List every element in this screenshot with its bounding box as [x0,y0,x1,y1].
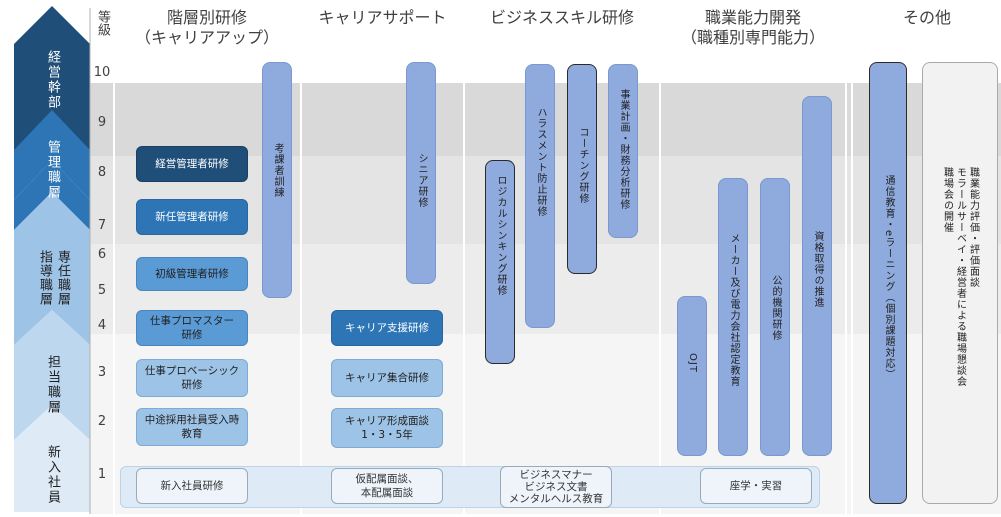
grade-header-text: 等級 [95,10,110,36]
rank-manager-shape [14,110,90,200]
planning-label: 事業計画・財務分析研修 [618,89,629,210]
business-manners-line2: ビジネス文書 [524,481,588,493]
career-interview-line2: 1・3・5年 [361,429,413,441]
harassment-label: ハラスメント防止研修 [535,107,546,217]
column-title-tiered: 階層別研修 （キャリアアップ） [114,8,300,48]
coaching-pill: コーチング研修 [567,64,597,274]
pro-master-line1: 仕事プロマスター [150,315,234,327]
qualification-label: 資格取得の推進 [812,231,823,308]
new-manager-box: 新任管理者研修 [136,199,248,235]
grade-10: 10 [93,65,111,80]
business-manners-box: ビジネスマナー ビジネス文書 メンタルヘルス教育 [500,466,612,508]
rank-newcomer-shape [14,405,90,512]
ojt-label: OJT [687,353,698,373]
rank-leader-label: 指導職層 [37,250,52,306]
morale-text: 職業能力評価・評価面談 モラールサーベイ・経営者による職場懇談会 職場会の開催 [941,167,980,503]
midcareer-line1: 中途採用社員受入時 [144,414,240,426]
rank-specialist-group: 指導職層 専任職層 [30,250,76,324]
new-employee-box: 新入社員研修 [136,468,248,504]
grade-7: 7 [97,218,107,233]
grade-2: 2 [97,414,107,429]
rank-specialist-label: 専任職層 [55,250,70,306]
public-agency-pill: 公的機関研修 [760,178,790,456]
morale-line1: 職業能力評価・評価面談 [967,167,979,288]
correspondence-pill: 通信教育・eラーニング（個別課題対応） [869,62,907,504]
grade-1: 1 [97,467,107,482]
rank-manager-lower-shape [14,160,90,230]
divider-5 [845,8,847,514]
column-title-business: ビジネススキル研修 [489,8,634,27]
rank-pyramid [14,6,91,514]
pro-master-line2: 研修 [181,329,203,341]
logical-thinking-pill: ロジカルシンキング研修 [485,160,515,364]
junior-manager-box: 初級管理者研修 [136,257,248,291]
correspondence-label: 通信教育・eラーニング（個別課題対応） [883,175,894,381]
column-title-vocational: 職業能力開発 （職種別専門能力） [661,8,845,48]
column-title-tiered-line1: 階層別研修 [166,8,247,27]
rank-staff-shape [14,310,90,440]
morale-pill: 職業能力評価・評価面談 モラールサーベイ・経営者による職場懇談会 職場会の開催 [922,62,998,504]
pro-basic-box: 仕事プロベーシック 研修 [136,359,248,397]
divider-1 [113,8,115,514]
exec-training-box: 経営管理者研修 [136,146,248,182]
rank-executive-shape [14,6,90,150]
column-title-other: その他 [902,8,951,27]
harassment-pill: ハラスメント防止研修 [525,64,555,328]
coaching-label: コーチング研修 [577,127,588,204]
rank-executive-label: 経営幹部 [45,50,60,110]
column-title-career: キャリアサポート [318,8,447,27]
career-group-box: キャリア集合研修 [331,359,443,397]
trainer-training-label: 考課者訓練 [272,143,283,198]
rank-specialist-shape [14,192,90,345]
grade-6: 6 [97,247,107,262]
column-title-vocational-line2: （職種別専門能力） [680,28,825,47]
grade-9: 9 [97,115,107,130]
career-interview-box: キャリア形成面談 1・3・5年 [331,408,443,448]
morale-line2: モラールサーベイ・経営者による職場懇談会 [954,167,966,387]
divider-4 [659,8,661,514]
midcareer-box: 中途採用社員受入時 教育 [136,408,248,446]
career-support-box: キャリア支援研修 [331,310,443,346]
career-interview-line1: キャリア形成面談 [345,415,429,427]
business-manners-line1: ビジネスマナー [519,469,593,481]
rank-newcomer-label: 新入社員 [45,445,60,505]
grade-header: 等級 [91,10,113,70]
logical-thinking-label: ロジカルシンキング研修 [495,175,506,296]
senior-training-label: シニア研修 [416,153,427,208]
midcareer-line2: 教育 [181,428,203,440]
grade-5: 5 [97,283,107,298]
column-title-tiered-line2: （キャリアアップ） [134,28,279,47]
grade-4: 4 [97,318,107,333]
public-agency-label: 公的機関研修 [770,275,781,341]
maker-cert-pill: メーカー及び電力会社認定教育 [718,178,748,456]
pro-basic-line2: 研修 [181,379,203,391]
rank-manager-label: 管理職層 [45,140,60,200]
placement-interview-box: 仮配属面談、 本配属面談 [331,468,443,504]
ojt-pill: OJT [677,296,707,456]
placement-interview-line2: 本配属面談 [360,487,414,499]
grade-3: 3 [97,365,107,380]
trainer-training-pill: 考課者訓練 [262,62,292,298]
morale-line3: 職場会の開催 [941,167,953,233]
classroom-box: 座学・実習 [700,468,812,504]
planning-pill: 事業計画・財務分析研修 [608,64,638,238]
pro-basic-line1: 仕事プロベーシック [144,365,240,377]
divider-3 [463,8,465,514]
rank-staff-label: 担当職層 [45,355,60,415]
divider-2 [300,8,302,514]
business-manners-line3: メンタルヘルス教育 [508,493,604,505]
maker-cert-label: メーカー及び電力会社認定教育 [728,233,739,387]
grade-8: 8 [97,165,107,180]
placement-interview-line1: 仮配属面談、 [355,473,419,485]
qualification-pill: 資格取得の推進 [802,96,832,456]
divider-6 [851,8,853,514]
senior-training-pill: シニア研修 [406,62,436,284]
pro-master-box: 仕事プロマスター 研修 [136,310,248,346]
column-title-vocational-line1: 職業能力開発 [704,8,801,27]
